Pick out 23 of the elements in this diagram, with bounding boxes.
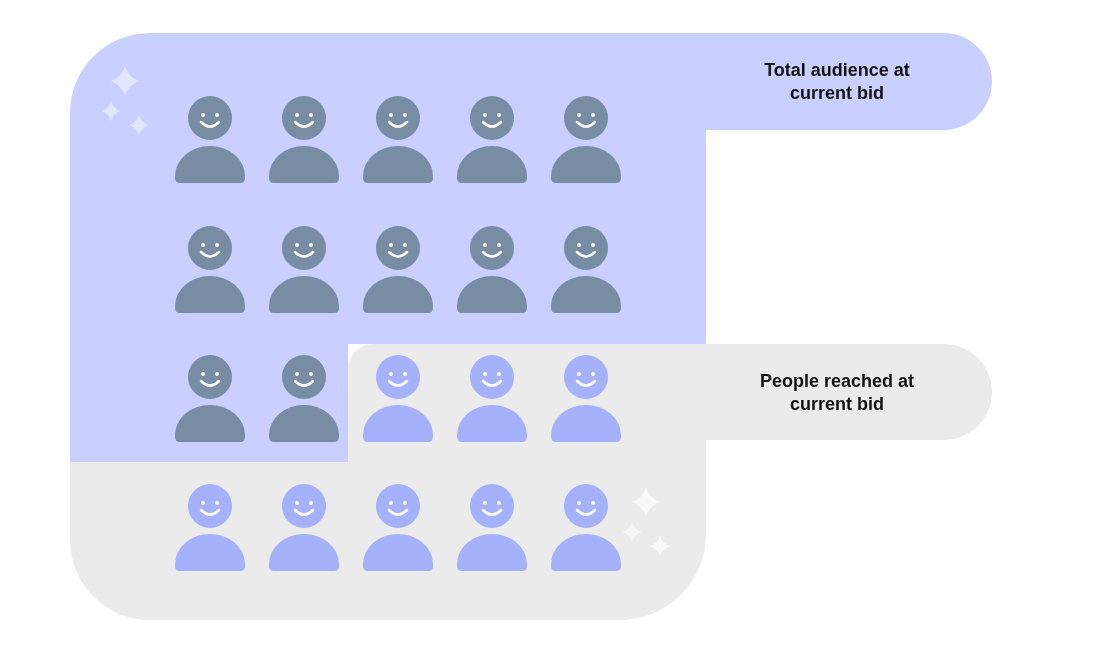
- reached-panel: [70, 344, 992, 620]
- person-icon: [457, 355, 527, 442]
- person-icon: [551, 96, 621, 183]
- person-icon: [269, 355, 339, 442]
- person-icon: [269, 96, 339, 183]
- person-icon: [457, 96, 527, 183]
- person-icon: [551, 484, 621, 571]
- person-icon: [175, 484, 245, 571]
- person-icon: [175, 96, 245, 183]
- person-icon: [269, 226, 339, 313]
- person-icon: [551, 355, 621, 442]
- person-icon: [175, 355, 245, 442]
- person-icon: [363, 226, 433, 313]
- person-icon: [363, 96, 433, 183]
- person-icon: [363, 355, 433, 442]
- person-icon: [457, 484, 527, 571]
- person-icon: [363, 484, 433, 571]
- person-icon: [175, 226, 245, 313]
- person-icon: [551, 226, 621, 313]
- panel-label: Total audience at current bid: [763, 59, 911, 105]
- person-icon: [269, 484, 339, 571]
- panel-label: People reached at current bid: [758, 370, 916, 416]
- person-icon: [457, 226, 527, 313]
